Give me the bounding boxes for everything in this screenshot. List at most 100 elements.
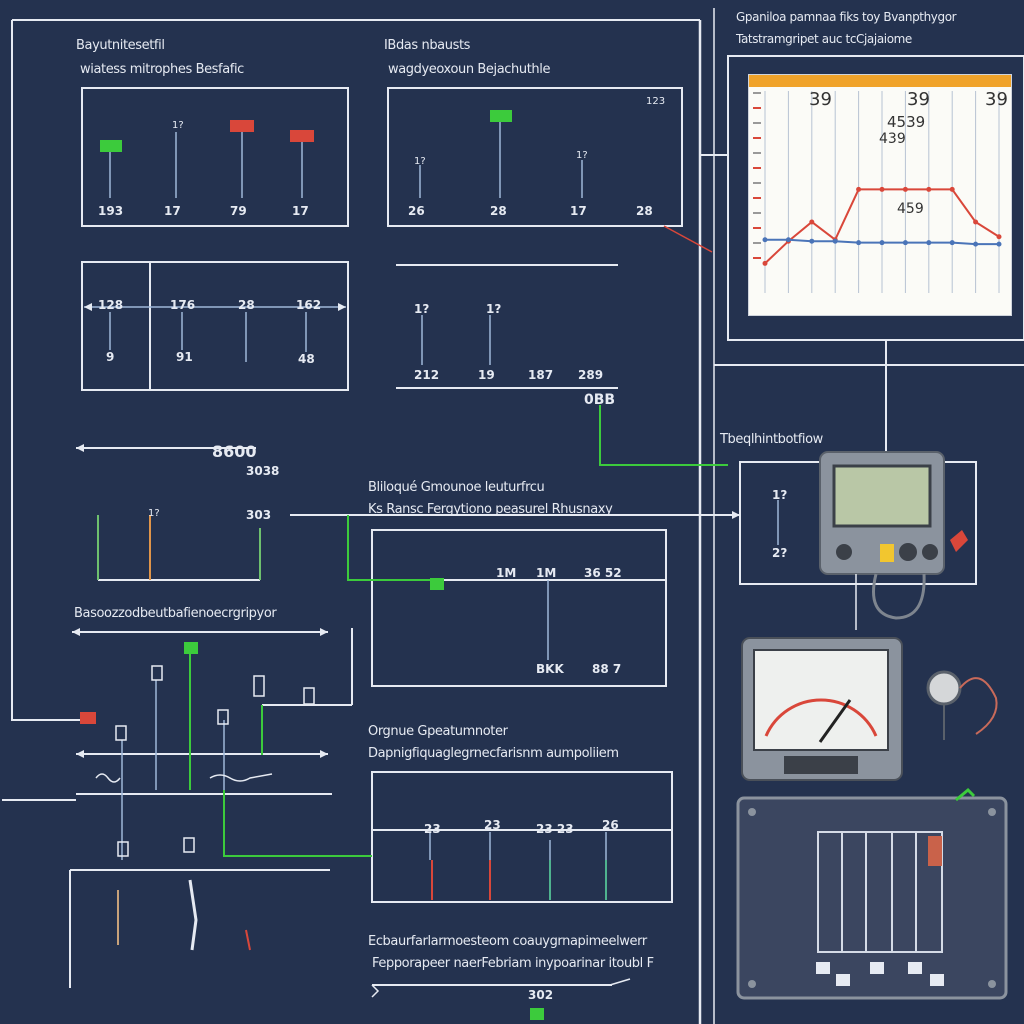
panel-8-label-2: 23 [484, 818, 501, 832]
panel-1-frame [81, 87, 349, 227]
panel-7-title: Basoozzodbeutbafienoecrgripyor [74, 606, 277, 621]
chart-point [902, 186, 908, 192]
panel-4-bottom-4: 289 [578, 368, 604, 382]
chart-point [785, 237, 791, 243]
panel-9-subtitle: Fepporapeer naerFebriam inypoarinar itou… [372, 956, 654, 971]
device-panel-label-2: 2? [772, 546, 788, 560]
panel-1-top-1: 1? [172, 120, 184, 131]
panel-3-label-4: 162 [296, 298, 322, 312]
chart-inner-label-3: 459 [897, 201, 924, 217]
marker-green-1 [100, 140, 122, 152]
chart-point [809, 238, 815, 244]
chart-point [809, 219, 815, 225]
panel-1-subtitle: wiatess mitrophes Besfafic [80, 62, 244, 77]
chart-top-label-3: 39 [985, 89, 1008, 110]
chart-caption-2: Tatstramgripet auc tcCjajaiome [736, 32, 912, 46]
panel-8-label-4: 26 [602, 818, 619, 832]
device-panel-frame [739, 461, 977, 585]
chart-point [762, 260, 768, 266]
chart-point [949, 240, 955, 246]
panel-8-frame [371, 771, 673, 903]
panel-4-bottom-3: 187 [528, 368, 554, 382]
panel-1-label-3: 79 [230, 204, 247, 218]
panel-4-tag: 0BB [584, 392, 616, 408]
line-chart: 39 39 39 4539 439 459 [748, 74, 1012, 316]
panel-3-bottom-1: 9 [106, 350, 115, 364]
panel-1-label-1: 193 [98, 204, 124, 218]
chart-point [856, 240, 862, 246]
panel-2-subtitle: wagdyeoxoun Bejachuthle [388, 62, 551, 77]
panel-2-label-4: 28 [636, 204, 653, 218]
chart-point [856, 186, 862, 192]
chart-point [762, 237, 768, 243]
marker-red-3 [80, 712, 96, 724]
chart-point [832, 238, 838, 244]
panel-2-top-3: 123 [646, 96, 666, 107]
panel-4-bottom-2: 19 [478, 368, 495, 382]
chart-inner-label-2: 439 [879, 131, 906, 147]
chart-frame [727, 55, 1024, 341]
panel-6-title: Bliloqué Gmounoe leuturfrcu [368, 480, 545, 495]
panel-2-label-3: 17 [570, 204, 587, 218]
panel-1-label-2: 17 [164, 204, 181, 218]
panel-3-label-3: 28 [238, 298, 255, 312]
panel-8-title: Orgnue Gpeatumnoter [368, 724, 508, 739]
panel-3-frame [81, 261, 349, 391]
panel-2-top-2: 1? [576, 150, 588, 161]
panel-2-title: IBdas nbausts [384, 38, 471, 53]
panel-3-label-1: 128 [98, 298, 124, 312]
panel-2-frame [387, 87, 683, 227]
chart-point [973, 219, 979, 225]
marker-green-4 [184, 642, 198, 654]
panel-8-label-3: 23 23 [536, 822, 574, 836]
panel-1-label-4: 17 [292, 204, 309, 218]
panel-4-bottom-1: 212 [414, 368, 440, 382]
panel-2-label-1: 26 [408, 204, 425, 218]
marker-green-2 [490, 110, 512, 122]
panel-6-frame [371, 529, 667, 687]
panel-8-label-1: 23 [424, 822, 441, 836]
panel-2-label-2: 28 [490, 204, 507, 218]
marker-green-5 [530, 1008, 544, 1020]
panel-9-value: 302 [528, 988, 554, 1002]
panel-8-subtitle: Dapnigfiquaglegrnecfarisnm aumpoliiem [368, 746, 619, 761]
panel-3-label-2: 176 [170, 298, 196, 312]
chart-point [973, 241, 979, 247]
chart-point [879, 240, 885, 246]
panel-5-value-b: 3038 [246, 464, 280, 478]
panel-4-label-1: 1? [414, 302, 430, 316]
chart-point [926, 186, 932, 192]
device-panel-label-1: 1? [772, 488, 788, 502]
chart-point [949, 186, 955, 192]
marker-red-2 [290, 130, 314, 142]
panel-4-label-2: 1? [486, 302, 502, 316]
panel-6-top-3: 36 52 [584, 566, 622, 580]
panel-3-bottom-3: 48 [298, 352, 315, 366]
panel-6-top-1: 1M [496, 566, 517, 580]
chart-top-label-2: 39 [907, 89, 930, 110]
panel-1-title: Bayutnitesetfil [76, 38, 165, 53]
panel-2-top-1: 1? [414, 156, 426, 167]
chart-point [996, 241, 1002, 247]
marker-green-3 [430, 578, 444, 590]
panel-3-bottom-2: 91 [176, 350, 193, 364]
panel-6-bottom-1: BKK [536, 662, 564, 676]
chart-point [926, 240, 932, 246]
panel-5-value-a: 8600 [212, 442, 257, 461]
panel-9-title: Ecbaurfarlarmoesteom coauygrnapimeelwerr [368, 934, 647, 949]
chart-point [996, 234, 1002, 240]
chart-point [879, 186, 885, 192]
marker-red-1 [230, 120, 254, 132]
chart-caption-1: Gpaniloa pamnaa fiks toy Bvanpthygor [736, 10, 957, 24]
chart-point [902, 240, 908, 246]
panel-6-bottom-2: 88 7 [592, 662, 622, 676]
chart-inner-label-1: 4539 [887, 113, 926, 131]
panel-5-label-2: 303 [246, 508, 272, 522]
device-panel-title: Tbeqlhintbotfiow [720, 432, 823, 447]
chart-top-label-1: 39 [809, 89, 832, 110]
chart-plot [753, 91, 1002, 293]
marker-red-diamond [950, 530, 968, 552]
panel-5-label-1: 1? [148, 508, 160, 519]
chart-header-bar [749, 75, 1011, 87]
